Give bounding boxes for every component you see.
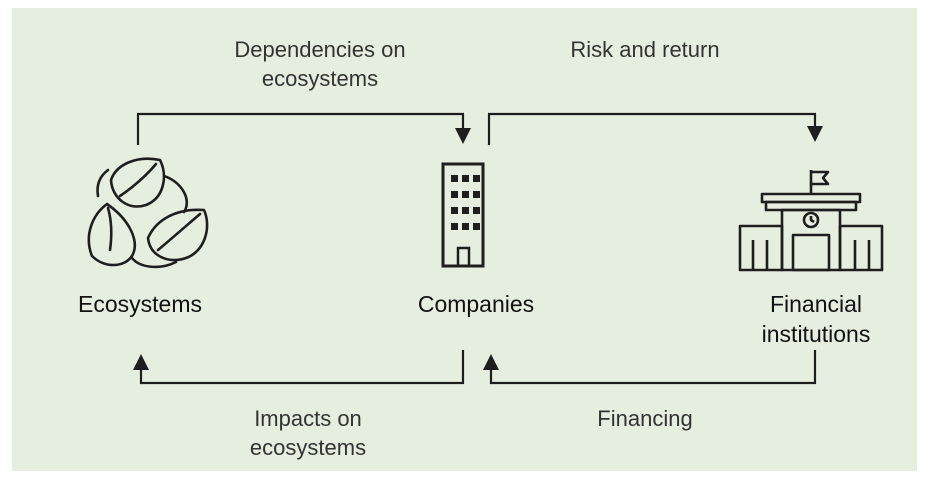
ecosystems-label: Ecosystems: [40, 290, 240, 320]
financial-institutions-label: Financial institutions: [716, 290, 916, 350]
impacts-arrowhead: [133, 354, 149, 370]
dependencies-arrowhead: [455, 128, 471, 144]
office-building-icon: [441, 162, 485, 268]
financial-institutions-label-line2: institutions: [761, 320, 871, 347]
risk-return-arrow: [487, 112, 817, 145]
financial-institutions-label-line1: Financial: [769, 291, 863, 317]
impacts-label: Impacts on ecosystems: [158, 405, 458, 462]
impacts-arrow: [139, 350, 465, 385]
impacts-label-line2: ecosystems: [249, 434, 367, 460]
risk-return-label-text: Risk and return: [570, 37, 720, 62]
impacts-label-line1: Impacts on: [254, 406, 362, 431]
diagram-panel: [12, 8, 917, 471]
dependencies-label-line1: Dependencies on: [234, 37, 406, 62]
recycle-leaves-icon: [87, 157, 209, 269]
bank-building-icon: [738, 170, 884, 272]
financing-arrowhead: [483, 354, 499, 370]
ecosystems-label-text: Ecosystems: [78, 291, 202, 317]
financing-arrow: [489, 350, 817, 385]
dependencies-label: Dependencies on ecosystems: [170, 36, 470, 93]
companies-label-text: Companies: [417, 291, 535, 317]
companies-label: Companies: [376, 290, 576, 320]
financing-label-text: Financing: [597, 406, 693, 431]
dependencies-arrow: [136, 112, 465, 145]
risk-return-label: Risk and return: [520, 36, 770, 65]
financing-label: Financing: [520, 405, 770, 434]
risk-return-arrowhead: [807, 126, 823, 142]
dependencies-label-line2: ecosystems: [261, 65, 379, 91]
